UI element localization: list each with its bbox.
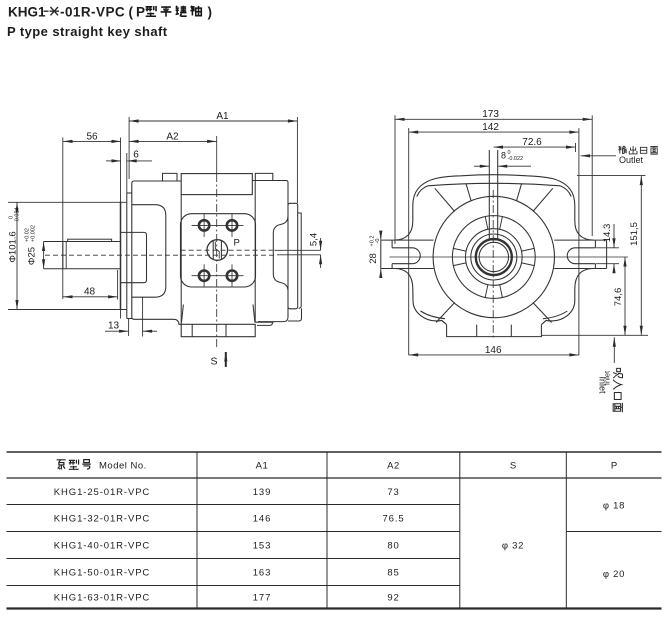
svg-text:146: 146 bbox=[485, 345, 502, 356]
svg-text:13: 13 bbox=[108, 320, 120, 331]
svg-text:Inlet: Inlet bbox=[603, 370, 612, 385]
svg-text:Φ25: Φ25 bbox=[27, 247, 38, 265]
svg-text:KHG1-32-01R-VPC: KHG1-32-01R-VPC bbox=[54, 514, 150, 525]
svg-text:KHG1: KHG1 bbox=[8, 5, 46, 20]
svg-text:5,4: 5,4 bbox=[309, 233, 320, 246]
svg-text:φ 32: φ 32 bbox=[502, 541, 524, 552]
svg-text:142: 142 bbox=[482, 122, 499, 133]
svg-text:146: 146 bbox=[253, 514, 272, 525]
svg-text:80: 80 bbox=[387, 541, 399, 552]
svg-text:Outlet: Outlet bbox=[619, 155, 644, 165]
svg-text:+0.02: +0.02 bbox=[25, 228, 31, 242]
svg-text:P: P bbox=[234, 237, 240, 248]
svg-text:P type straight key shaft: P type straight key shaft bbox=[7, 24, 168, 39]
svg-text:0: 0 bbox=[508, 150, 511, 156]
svg-text:74,6: 74,6 bbox=[613, 288, 624, 307]
svg-text:151,5: 151,5 bbox=[629, 222, 640, 246]
svg-text:P: P bbox=[136, 5, 145, 20]
svg-text:A1: A1 bbox=[256, 461, 269, 472]
svg-text:S: S bbox=[210, 356, 217, 368]
svg-text:A1: A1 bbox=[216, 111, 229, 122]
svg-text:-01R-VPC: -01R-VPC bbox=[60, 5, 125, 20]
svg-text:56: 56 bbox=[86, 131, 98, 142]
svg-text:73: 73 bbox=[387, 487, 399, 498]
svg-text:KHG1-25-01R-VPC: KHG1-25-01R-VPC bbox=[54, 487, 150, 498]
svg-text:163: 163 bbox=[253, 568, 272, 579]
svg-text:φ 20: φ 20 bbox=[603, 569, 625, 580]
svg-text:-0: -0 bbox=[375, 239, 381, 244]
svg-text:14.3: 14.3 bbox=[602, 224, 613, 243]
svg-text:173: 173 bbox=[482, 109, 499, 120]
svg-text:KHG1-63-01R-VPC: KHG1-63-01R-VPC bbox=[54, 593, 150, 604]
svg-text:A2: A2 bbox=[166, 131, 179, 142]
svg-text:28: 28 bbox=[368, 253, 379, 264]
svg-text:P: P bbox=[611, 461, 617, 472]
svg-text:85: 85 bbox=[387, 568, 399, 579]
svg-text:φ 18: φ 18 bbox=[603, 501, 625, 512]
svg-text:6: 6 bbox=[133, 150, 139, 161]
svg-text:Inlet: Inlet bbox=[597, 376, 607, 394]
svg-text:139: 139 bbox=[253, 487, 272, 498]
svg-text:Φ101.6: Φ101.6 bbox=[8, 231, 19, 262]
svg-text:153: 153 bbox=[253, 541, 272, 552]
svg-text:): ) bbox=[208, 5, 213, 20]
svg-text:+0.002: +0.002 bbox=[31, 225, 37, 242]
svg-text:-0.054: -0.054 bbox=[15, 207, 21, 223]
svg-text:(: ( bbox=[129, 5, 134, 20]
svg-text:KHG1-40-01R-VPC: KHG1-40-01R-VPC bbox=[54, 541, 150, 552]
svg-text:S: S bbox=[510, 461, 516, 472]
svg-text:72.6: 72.6 bbox=[522, 137, 542, 148]
svg-text:177: 177 bbox=[253, 593, 272, 604]
svg-text:48: 48 bbox=[84, 287, 96, 298]
svg-text:+0.2: +0.2 bbox=[370, 236, 376, 247]
svg-text:0: 0 bbox=[9, 216, 15, 219]
svg-text:76.5: 76.5 bbox=[382, 514, 404, 525]
svg-text:92: 92 bbox=[387, 593, 399, 604]
svg-text:-0.022: -0.022 bbox=[508, 156, 524, 162]
svg-text:Model No.: Model No. bbox=[99, 461, 147, 472]
svg-text:8: 8 bbox=[501, 151, 506, 161]
svg-text:A2: A2 bbox=[387, 461, 400, 472]
svg-text:KHG1-50-01R-VPC: KHG1-50-01R-VPC bbox=[54, 568, 150, 579]
